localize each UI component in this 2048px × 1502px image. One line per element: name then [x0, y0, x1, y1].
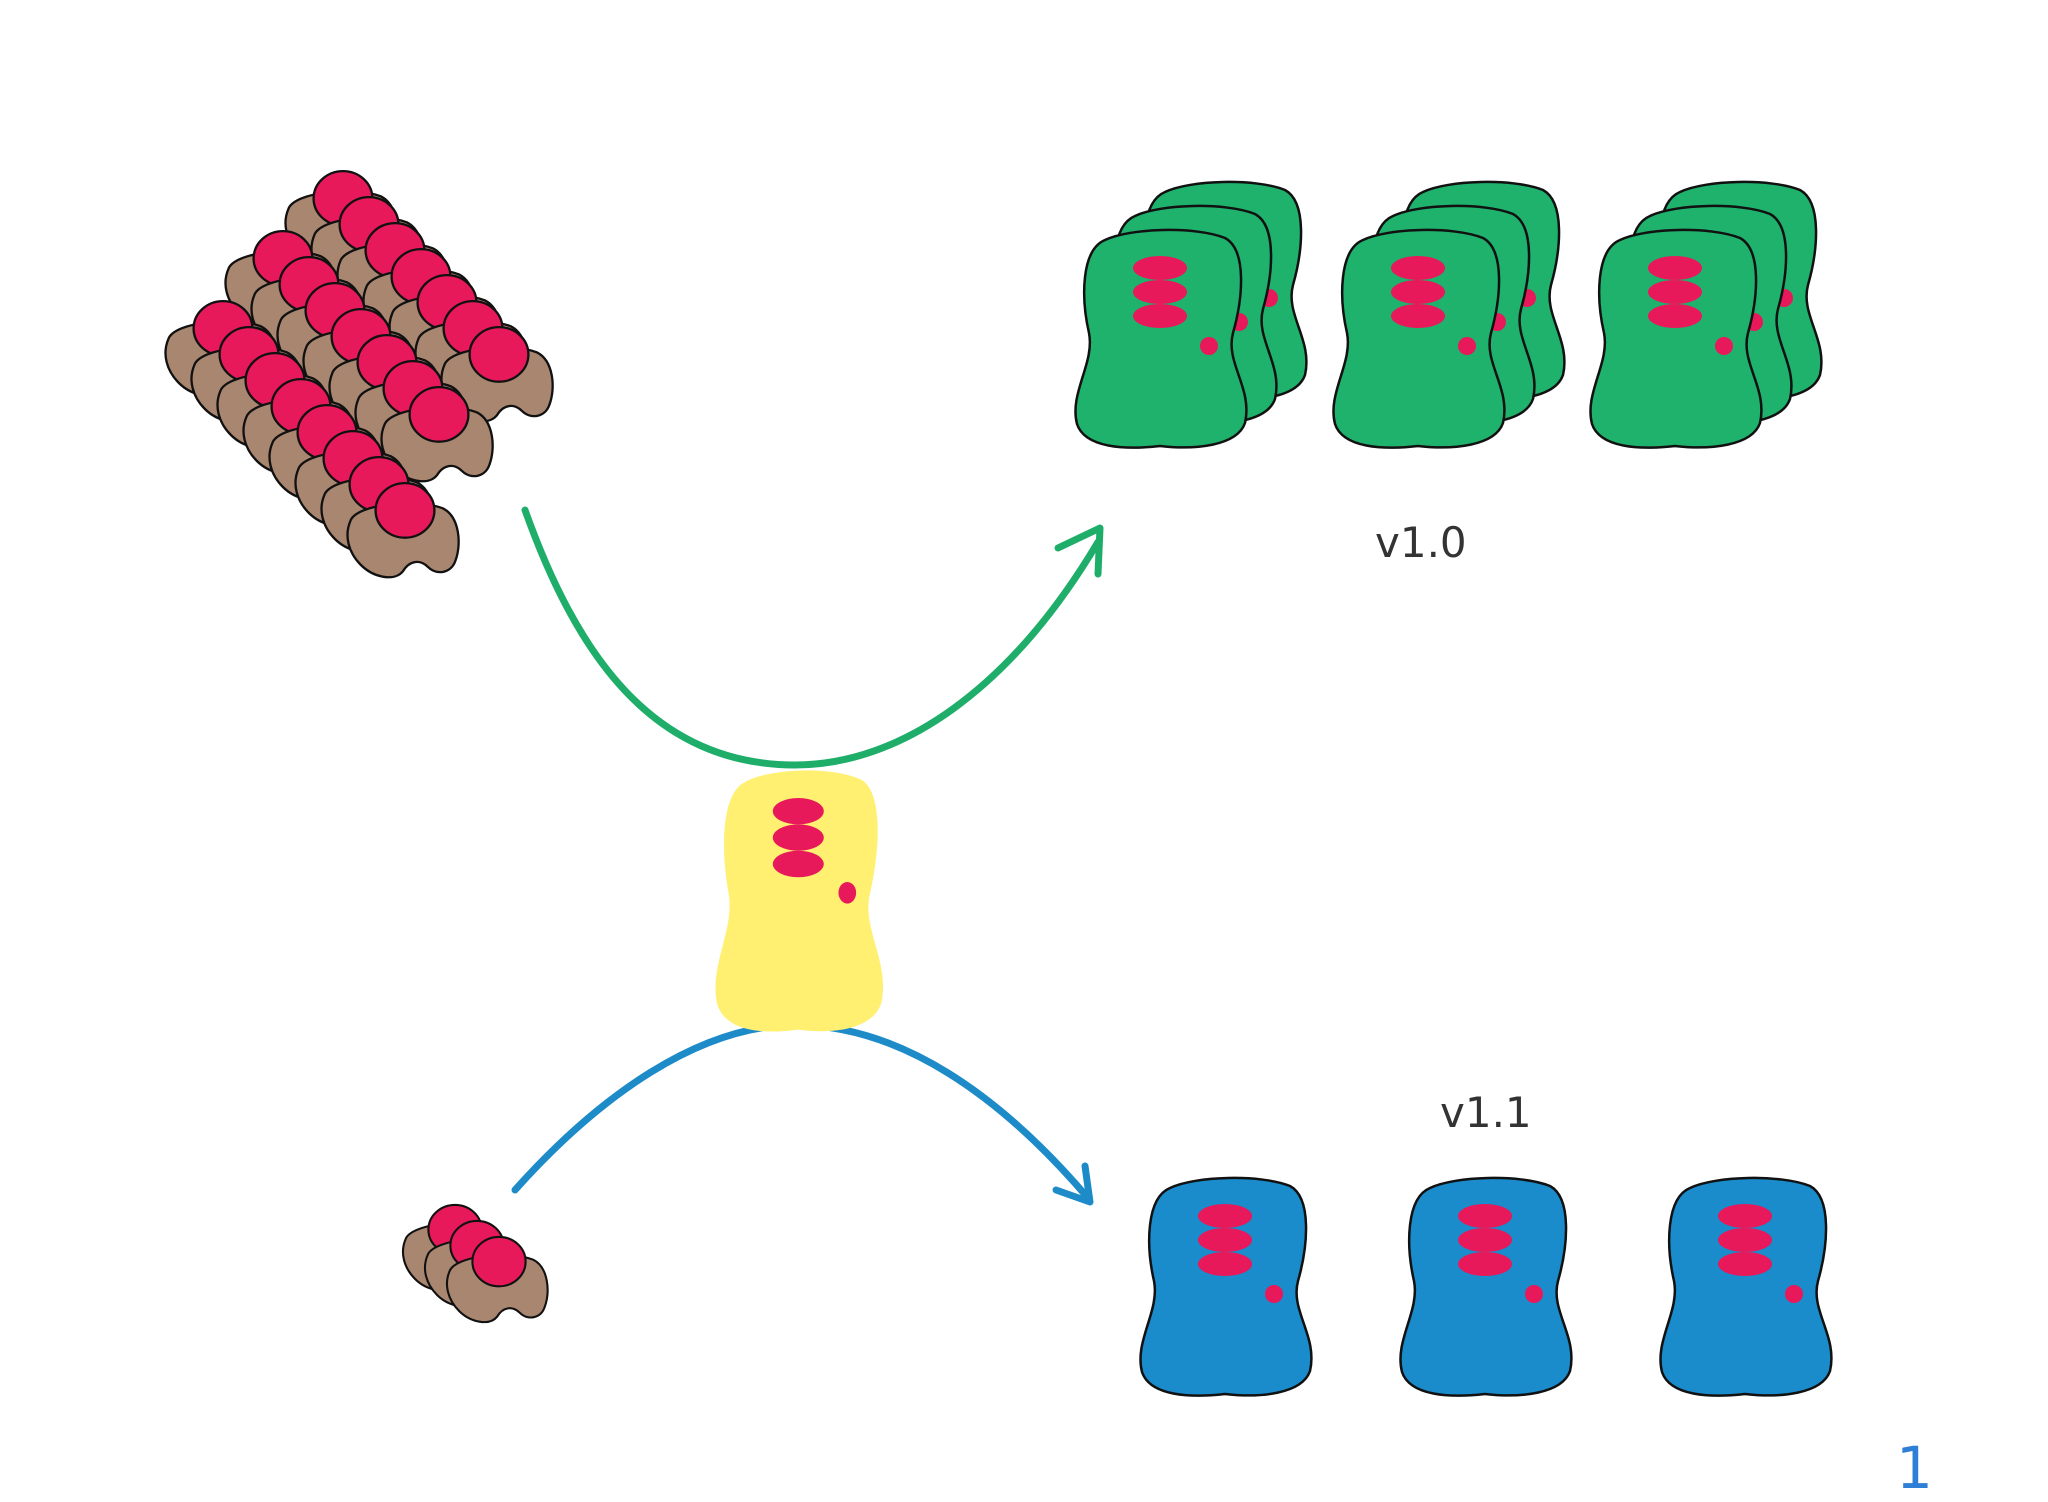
green-unit-stack [1074, 180, 1308, 449]
green-unit-stack [1589, 180, 1823, 449]
brown-token-icon [380, 385, 494, 483]
yellow-template-icon [715, 770, 884, 1032]
blue-curved-arrow-icon [511, 1021, 1094, 1206]
blue-unit-row [1139, 1176, 1833, 1397]
green-unit-icon [1074, 228, 1248, 449]
blue-unit-icon [1139, 1176, 1313, 1397]
version-label-top: v1.0 [1375, 518, 1467, 567]
page-number: 1 [1896, 1434, 1933, 1502]
version-label-bottom: v1.1 [1440, 1088, 1532, 1137]
brown-token-icon [440, 325, 554, 423]
brown-token-icon [346, 481, 460, 579]
small-brown-token-pile-icon [401, 1203, 549, 1324]
blue-unit-icon [1659, 1176, 1833, 1397]
green-curved-arrow-icon [521, 506, 1104, 769]
blue-unit-icon [1399, 1176, 1573, 1397]
brown-token-icon [445, 1235, 549, 1324]
green-unit-icon [1589, 228, 1763, 449]
green-unit-icon [1332, 228, 1506, 449]
brown-token-pile-icon [164, 169, 554, 579]
green-unit-stacks [1074, 180, 1823, 449]
green-unit-stack [1332, 180, 1566, 449]
